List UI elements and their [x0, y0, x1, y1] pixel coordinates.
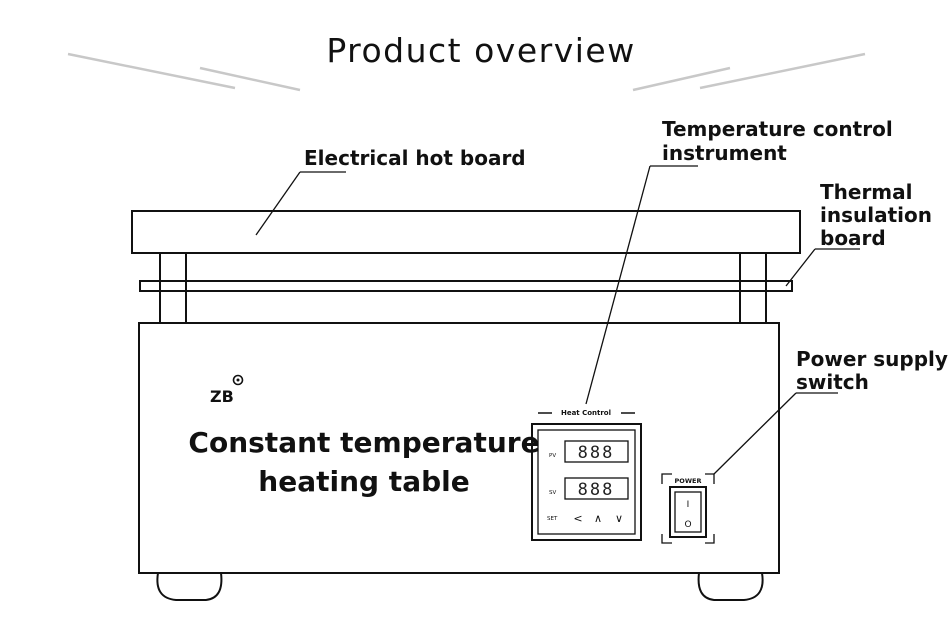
set-button[interactable]: SET	[547, 516, 558, 522]
logo-circle-icon	[232, 374, 244, 386]
device-name-line1: Constant temperature	[188, 426, 539, 459]
controller-frame	[531, 423, 642, 541]
hot-board-plate	[131, 210, 801, 254]
insulation-board	[139, 280, 793, 292]
controller-header: Heat Control	[561, 409, 611, 417]
callout-insulation-line2: insulation	[820, 203, 932, 227]
callout-insulation-line1: Thermal	[820, 180, 913, 204]
foot-left	[156, 572, 223, 601]
device-name-line2: heating table	[258, 465, 469, 498]
up-button[interactable]: ∧	[594, 512, 602, 525]
down-button[interactable]: ∨	[615, 512, 623, 525]
power-switch-assembly: POWER I O	[661, 473, 715, 544]
pv-display-digits: 888	[578, 443, 615, 463]
pv-display	[564, 440, 629, 463]
device-body	[138, 322, 780, 574]
callout-temp-control: Temperature control instrument	[585, 117, 893, 405]
power-label: POWER	[675, 477, 702, 485]
title-decoration-right	[632, 52, 866, 92]
temperature-controller: Heat Control PV 888 SV 888 SET < ∧ ∨	[531, 409, 642, 541]
callout-power-switch: Power supply switch	[713, 347, 948, 475]
power-on-symbol: I	[687, 500, 690, 510]
callout-insulation-board: Thermal insulation board	[785, 180, 932, 287]
sv-label: SV	[549, 490, 556, 496]
brand-logo: ZB	[210, 374, 244, 406]
left-button[interactable]: <	[573, 512, 582, 525]
callout-temp-control-line1: Temperature control	[662, 117, 893, 141]
sv-display	[564, 477, 629, 500]
callout-temp-control-line2: instrument	[662, 141, 787, 165]
callout-power-line2: switch	[796, 370, 869, 394]
logo-text: ZB	[210, 387, 234, 406]
sv-display-digits: 888	[578, 480, 615, 500]
callout-hot-board-label: Electrical hot board	[304, 146, 526, 170]
power-off-symbol: O	[684, 520, 691, 530]
callout-hot-board: Electrical hot board	[255, 146, 526, 236]
callout-insulation-line3: board	[820, 226, 886, 250]
title-decoration-left	[67, 52, 301, 92]
foot-right	[697, 572, 764, 601]
callout-power-line1: Power supply	[796, 347, 948, 371]
page-title: Product overview	[326, 31, 635, 70]
pv-label: PV	[549, 453, 556, 459]
power-switch[interactable]	[669, 486, 707, 538]
